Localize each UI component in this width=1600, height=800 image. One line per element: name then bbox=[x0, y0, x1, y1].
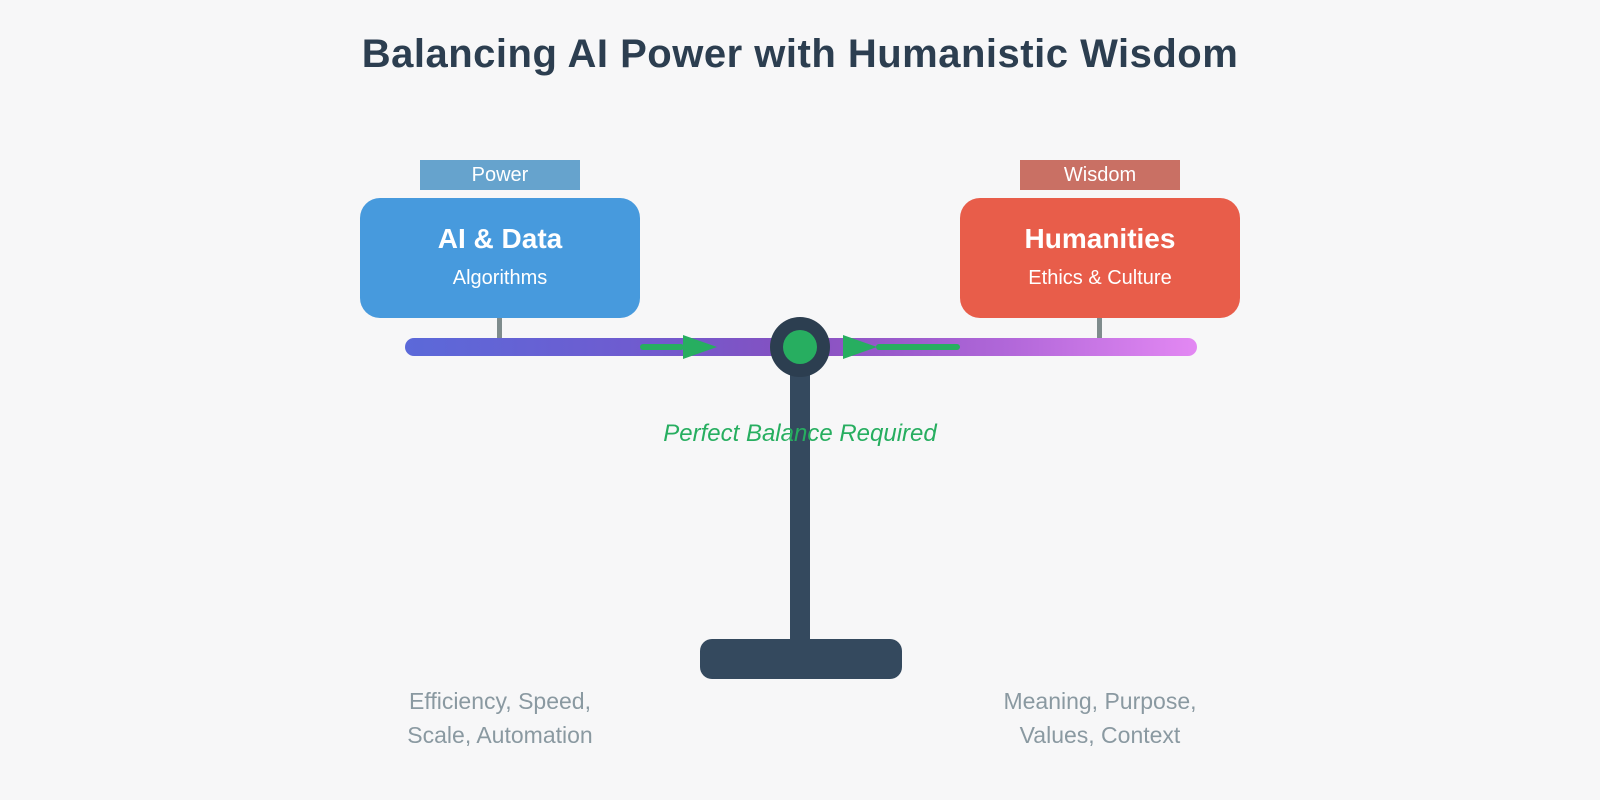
humanities-heading: Humanities bbox=[1024, 223, 1176, 254]
left-arrow-shaft bbox=[640, 344, 684, 350]
right-footnote-line1: Meaning, Purpose, bbox=[1003, 688, 1197, 714]
right-arrow-icon bbox=[843, 335, 877, 359]
ai-data-subheading: Algorithms bbox=[452, 267, 548, 289]
ai-data-box: AI & Data Algorithms bbox=[360, 198, 640, 318]
ai-data-heading: AI & Data bbox=[437, 223, 563, 254]
right-footnote-line2: Values, Context bbox=[1019, 722, 1181, 748]
right-footnote: Meaning, Purpose, Values, Context bbox=[900, 684, 1300, 752]
left-footnote: Efficiency, Speed, Scale, Automation bbox=[300, 684, 700, 752]
right-arrow-shaft bbox=[876, 344, 960, 350]
humanities-subheading: Ethics & Culture bbox=[1028, 267, 1172, 289]
power-tag: Power bbox=[420, 160, 580, 190]
humanities-box: Humanities Ethics & Culture bbox=[960, 198, 1240, 318]
balance-caption: Perfect Balance Required bbox=[663, 420, 937, 447]
right-hanger-line bbox=[1097, 318, 1102, 342]
left-footnote-line2: Scale, Automation bbox=[407, 722, 593, 748]
left-arrow-icon bbox=[683, 335, 717, 359]
left-footnote-line1: Efficiency, Speed, bbox=[409, 688, 591, 714]
page-title: Balancing AI Power with Humanistic Wisdo… bbox=[361, 32, 1239, 76]
pivot-dot-icon bbox=[783, 330, 817, 364]
wisdom-tag: Wisdom bbox=[1020, 160, 1180, 190]
left-hanger-line bbox=[497, 318, 502, 342]
stand-pillar bbox=[790, 350, 810, 650]
stand-base bbox=[700, 639, 902, 679]
